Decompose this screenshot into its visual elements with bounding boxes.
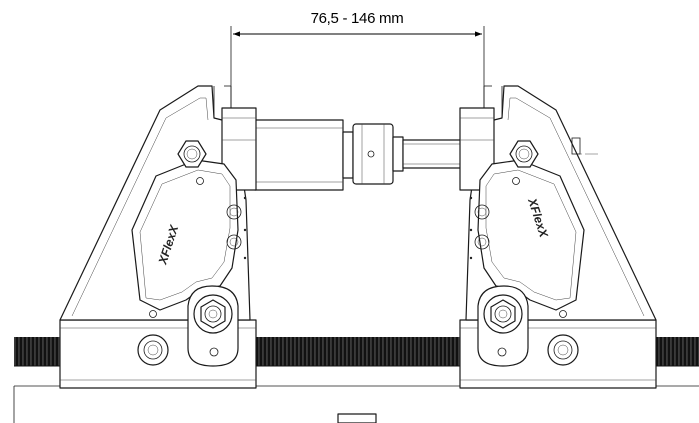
- right-jaw: [459, 85, 657, 389]
- clamp-screw-left: [187, 285, 239, 367]
- dimension-label: 76,5 - 146 mm: [310, 10, 404, 27]
- left-jaw: XFlexX: [59, 85, 257, 389]
- hex-nut-icon: [509, 140, 539, 168]
- pin-left: [137, 334, 169, 366]
- pin-right: [547, 334, 579, 366]
- dimension-line: [230, 26, 485, 108]
- spindle: [254, 119, 462, 191]
- clamp-screw-right: [477, 285, 529, 367]
- hex-nut-icon: [177, 140, 207, 168]
- base-rail: [13, 385, 699, 423]
